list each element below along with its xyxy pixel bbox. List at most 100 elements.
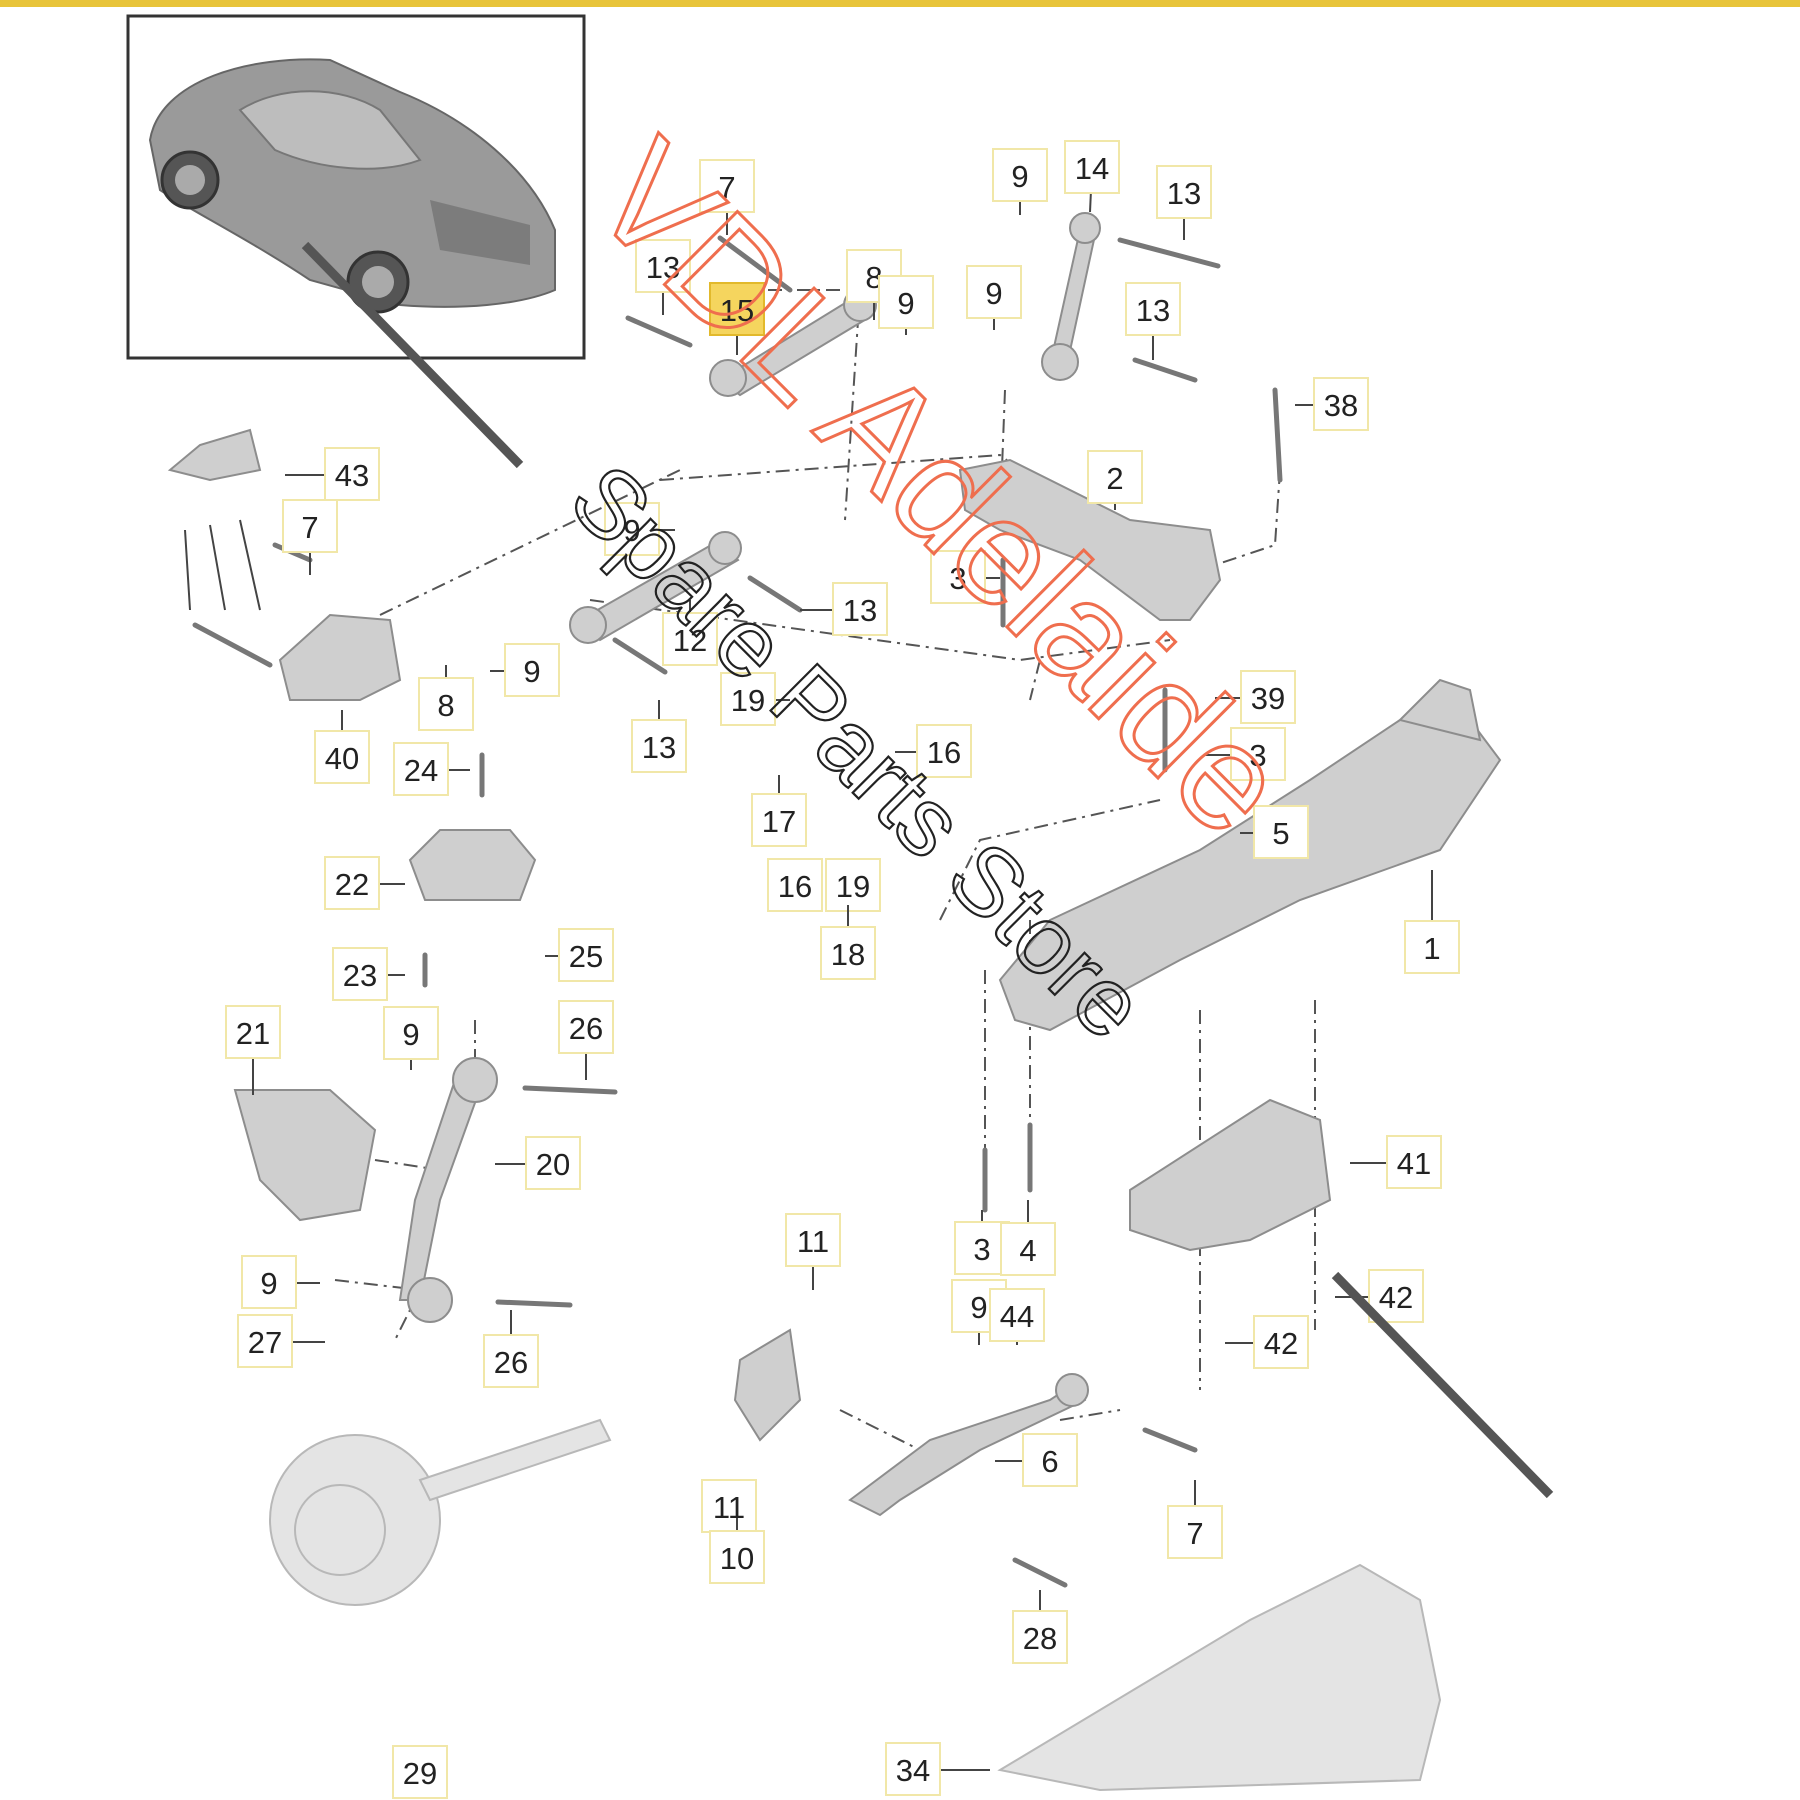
callout-16: 16 [895, 724, 972, 778]
callout-number: 9 [1011, 159, 1028, 194]
callout-box [1240, 670, 1296, 724]
callout-box [825, 858, 881, 912]
callout-number: 38 [1324, 388, 1358, 423]
callout-number: 2 [1106, 461, 1123, 496]
callout-number: 16 [927, 735, 961, 770]
callout-42: 42 [1225, 1315, 1309, 1369]
callout-11: 11 [701, 1479, 757, 1533]
callout-box [631, 719, 687, 773]
callout-box [832, 582, 888, 636]
callout-4: 4 [1000, 1200, 1056, 1276]
callout-41: 41 [1350, 1135, 1442, 1189]
callout-box [324, 447, 380, 501]
part-wheel-carrier-40 [278, 613, 402, 701]
callout-box [558, 1000, 614, 1054]
callout-box [241, 1255, 297, 1309]
callout-19: 19 [825, 858, 881, 912]
callout-number: 14 [1075, 151, 1109, 186]
callout-box [916, 724, 972, 778]
callout-box [237, 1314, 293, 1368]
callout-number: 22 [335, 867, 369, 902]
callout-number: 7 [301, 510, 318, 545]
callout-number: 7 [718, 170, 735, 205]
callout-box [332, 947, 388, 1001]
callout-box [1167, 1505, 1223, 1559]
callout-9: 9 [604, 502, 675, 556]
part-wheel-hub-29 [269, 1418, 612, 1606]
callout-2: 2 [1087, 450, 1143, 510]
callout-9: 9 [878, 275, 934, 335]
callout-number: 42 [1379, 1280, 1413, 1315]
callout-44: 44 [989, 1288, 1045, 1345]
top-accent-bar [0, 0, 1800, 7]
callout-number: 13 [1136, 293, 1170, 328]
assembly-lines [334, 289, 1316, 1451]
callout-box [483, 1334, 539, 1388]
callout-16: 16 [767, 858, 823, 912]
callout-39: 39 [1215, 670, 1296, 724]
part-rear-axle-carrier-1 [998, 678, 1502, 1032]
callout-box [1386, 1135, 1442, 1189]
callout-6: 6 [995, 1433, 1078, 1487]
callout-24: 24 [393, 742, 470, 796]
callout-9: 9 [966, 265, 1022, 330]
callout-number: 5 [1272, 816, 1289, 851]
callout-number: 3 [973, 1232, 990, 1267]
callout-7: 7 [282, 499, 338, 575]
callout-27: 27 [237, 1314, 325, 1368]
part-underbody-panel-34 [997, 1563, 1442, 1792]
callout-number: 3 [1249, 738, 1266, 773]
callout-15: 15 [709, 282, 765, 355]
callout-box [558, 928, 614, 982]
callout-number: 4 [1019, 1233, 1036, 1268]
callout-18: 18 [820, 905, 876, 980]
callout-number: 9 [970, 1290, 987, 1325]
callout-number: 9 [260, 1266, 277, 1301]
callout-box [930, 550, 986, 604]
callout-box [635, 239, 691, 293]
callout-42: 42 [1335, 1269, 1424, 1323]
callout-29: 29 [392, 1745, 448, 1799]
callout-number: 12 [673, 623, 707, 658]
corner-mark-top-left [301, 241, 524, 469]
callout-box [324, 856, 380, 910]
callout-number: 13 [1167, 176, 1201, 211]
callout-13: 13 [631, 700, 687, 773]
callout-box [393, 742, 449, 796]
callout-12: 12 [662, 600, 718, 666]
callout-number: 13 [642, 730, 676, 765]
callout-box [525, 1136, 581, 1190]
callout-number: 1 [1423, 931, 1440, 966]
callout-box [1230, 727, 1286, 781]
callout-box [885, 1742, 941, 1796]
callout-box [314, 730, 370, 784]
callout-box [1064, 140, 1120, 194]
callout-number: 26 [569, 1011, 603, 1046]
callout-number: 42 [1264, 1326, 1298, 1361]
part-lower-arm-6 [848, 1373, 1089, 1517]
part-heat-shield-41 [1129, 1098, 1332, 1252]
callout-9: 9 [241, 1255, 320, 1309]
callout-number: 9 [523, 654, 540, 689]
callout-box [709, 282, 765, 336]
callout-box [392, 1745, 448, 1799]
callout-13: 13 [635, 239, 691, 315]
callout-11: 11 [785, 1213, 841, 1290]
callout-number: 6 [1041, 1444, 1058, 1479]
callout-number: 34 [896, 1753, 930, 1788]
callout-9: 9 [383, 1006, 439, 1070]
callout-22: 22 [324, 856, 405, 910]
callout-box [1404, 920, 1460, 974]
callout-14: 14 [1064, 140, 1120, 213]
callout-26: 26 [483, 1310, 539, 1388]
callout-box [282, 499, 338, 553]
callout-13: 13 [1125, 282, 1181, 360]
callout-21: 21 [225, 1005, 281, 1095]
callout-number: 9 [623, 513, 640, 548]
callout-number: 28 [1023, 1621, 1057, 1656]
callout-number: 43 [335, 458, 369, 493]
callout-7: 7 [699, 159, 755, 235]
part-wiring-43 [167, 428, 262, 611]
callout-13: 13 [1156, 165, 1212, 240]
